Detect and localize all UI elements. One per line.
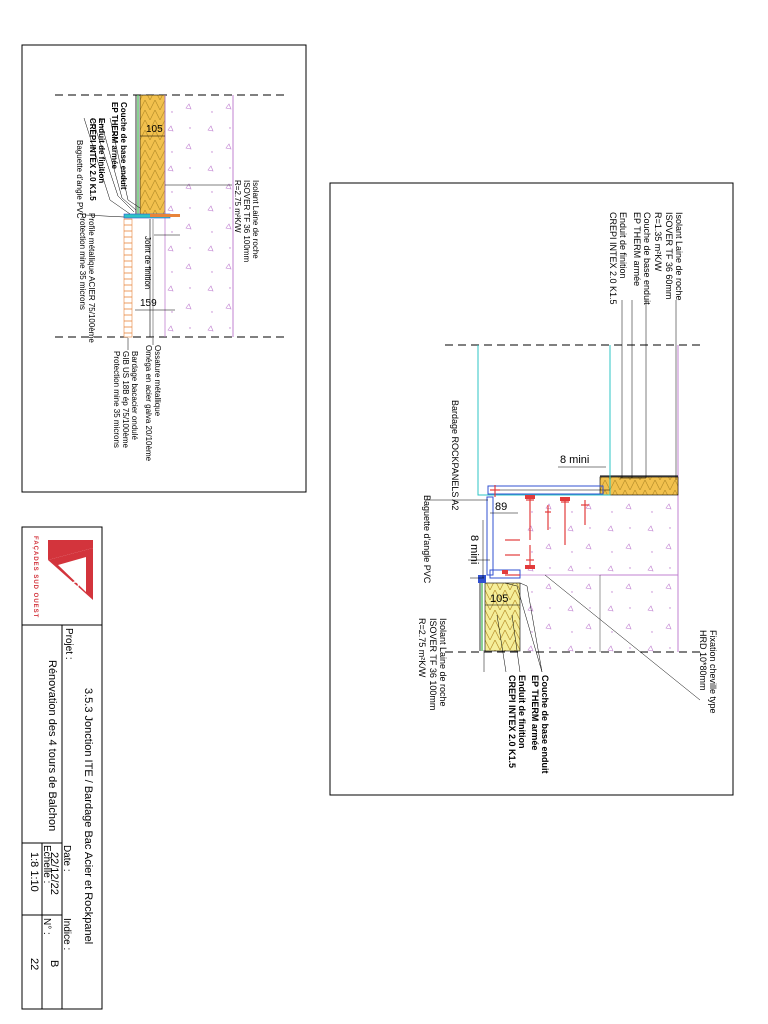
right-label-isolant-top: Isolant Laine de roche ISOVER TF 36 60mm… — [653, 212, 684, 301]
right-dim-89: 89 — [495, 501, 508, 513]
left-label-bardage: Bardage bacacier ondulé GIB US 18B ép 75… — [111, 351, 139, 448]
fso-logo — [48, 540, 93, 600]
indice-value: B — [48, 960, 60, 968]
echelle-label: Echelle : — [41, 845, 52, 884]
echelle-value: 1:8 1:10 — [28, 852, 40, 892]
left-label-profile: Profile métallique ACIER 75/100ème Prote… — [77, 213, 96, 343]
left-label-ossature: Ossature métallique Oméga en acier galva… — [143, 345, 162, 462]
right-label-couche-bottom: Couche de base enduit EP THERM armée — [529, 675, 550, 774]
right-detail-frame — [329, 182, 734, 796]
left-dim-159: 159 — [140, 298, 157, 309]
left-label-couche-base: Couche de base enduit EP THERM armée — [109, 102, 128, 190]
numero-value: 22 — [28, 958, 40, 971]
left-dim-105: 105 — [146, 124, 163, 135]
right-dim-8mini-mid: 8 mini — [468, 535, 480, 565]
drawing-title: 3.5.3 Jonction ITE / Bardage Bac Acier e… — [82, 688, 94, 945]
right-dim-105: 105 — [490, 593, 509, 605]
indice-label: Indice : — [61, 918, 72, 951]
left-label-isolant: Isolant Laine de roche ISOVER TF 36 100m… — [232, 180, 260, 263]
right-dim-8mini-top: 8 mini — [560, 454, 590, 466]
left-label-joint: Joint de finition — [143, 236, 152, 290]
left-label-baguette: Baguette d'angle PVC — [75, 140, 84, 219]
projet-label: Projet : — [63, 628, 74, 660]
projet-value: Rénovation des 4 tours de Balchon — [46, 660, 58, 832]
right-label-couche-top: Couche de base enduit EP THERM armée — [631, 212, 652, 305]
left-detail-frame — [21, 44, 307, 493]
right-label-enduit-top: Enduit de finition CREPI INTEX 2.0 K1.5 — [607, 212, 628, 305]
right-label-bardage: Bardage ROCKPANELS A2 — [450, 400, 460, 511]
date-label: Date : — [61, 845, 72, 872]
logo-sub-text: FAÇADES SUD OUEST — [32, 536, 38, 619]
right-label-baguette: Baguette d'angle PVC — [422, 495, 432, 584]
right-label-isolant-bottom: Isolant Laine de roche ISOVER TF 36 100m… — [417, 618, 448, 711]
right-label-fixation: Fixation cheville type HRD 10*80mm — [697, 630, 718, 714]
numero-label: N° : — [41, 918, 52, 935]
right-label-enduit-bottom: Enduit de finition CREPI INTEX 2.0 K1.5 — [506, 675, 527, 769]
left-label-enduit: Enduit de finition CREPI INTEX 2.0 K1.5 — [87, 118, 106, 201]
logo-main-text: FSO — [69, 566, 80, 590]
